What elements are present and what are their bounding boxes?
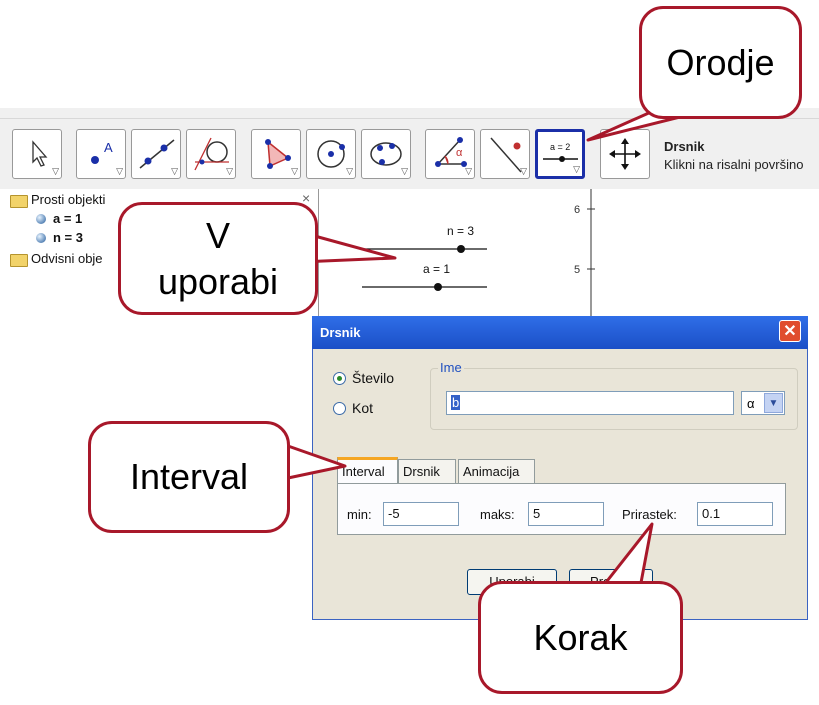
- svg-text:5: 5: [574, 264, 580, 276]
- slider-a-label: a = 1: [423, 262, 450, 276]
- tool-conic-button[interactable]: ▽: [361, 129, 411, 179]
- svg-text:a = 2: a = 2: [550, 142, 570, 152]
- callout-v-uporabi-line1: V: [205, 215, 230, 256]
- max-input[interactable]: 5: [528, 502, 604, 526]
- callout-v-uporabi: V uporabi: [118, 202, 318, 315]
- free-objects-folder[interactable]: Prosti objekti: [31, 192, 106, 207]
- callout-v-uporabi-line2: uporabi: [157, 261, 279, 302]
- point-icon: A: [91, 140, 113, 164]
- folder-icon: [10, 254, 28, 267]
- svg-text:6: 6: [574, 204, 580, 216]
- radio-angle-label: Kot: [352, 400, 374, 416]
- line-icon: [139, 139, 175, 169]
- callout-interval: Interval: [88, 421, 290, 533]
- radio-number-label: Število: [352, 370, 395, 386]
- tab-animation[interactable]: Animacija: [458, 459, 535, 483]
- name-input[interactable]: b: [446, 391, 734, 415]
- symbol-select-value: α: [747, 396, 755, 411]
- callout-korak: Korak: [478, 581, 683, 694]
- chevron-down-icon[interactable]: ▼: [764, 393, 783, 413]
- min-label: min:: [347, 507, 372, 522]
- tool-slider-button[interactable]: a = 2 ▽: [535, 129, 585, 179]
- slider-n-label: n = 3: [447, 224, 474, 238]
- min-input[interactable]: -5: [383, 502, 459, 526]
- tab-interval[interactable]: Interval: [337, 457, 398, 484]
- tool-angle-button[interactable]: α ▽: [425, 129, 475, 179]
- name-group-label: Ime: [438, 360, 464, 375]
- algebra-item-a[interactable]: a = 1: [53, 211, 83, 226]
- circle-center-icon: [317, 140, 345, 168]
- tool-circle-button[interactable]: ▽: [306, 129, 356, 179]
- tool-polygon-button[interactable]: ▽: [251, 129, 301, 179]
- reflect-icon: [490, 137, 522, 173]
- step-label: Prirastek:: [622, 507, 677, 522]
- radio-number[interactable]: [333, 372, 346, 385]
- folder-icon: [10, 195, 28, 208]
- radio-angle[interactable]: [333, 402, 346, 415]
- dependent-objects-folder[interactable]: Odvisni obje: [31, 251, 103, 266]
- toolbar: ▽ A ▽ ▽ ▽ ▽ ▽ ▽ α ▽ ▽ a = 2 ▽: [0, 119, 819, 190]
- tool-line-button[interactable]: ▽: [131, 129, 181, 179]
- tool-point-button[interactable]: A ▽: [76, 129, 126, 179]
- close-icon[interactable]: ×: [302, 190, 311, 206]
- polygon-icon: [265, 139, 291, 169]
- dialog-title: Drsnik: [320, 325, 361, 340]
- tangent-icon: [194, 137, 229, 171]
- slider-icon: a = 2: [543, 142, 578, 162]
- step-input[interactable]: 0.1: [697, 502, 773, 526]
- algebra-item-n[interactable]: n = 3: [53, 230, 83, 245]
- object-ball-icon[interactable]: [36, 233, 46, 243]
- tool-description-title: Drsnik: [664, 139, 705, 154]
- move-view-icon: [609, 138, 641, 170]
- max-label: maks:: [480, 507, 515, 522]
- pointer-icon: [32, 140, 48, 167]
- object-ball-icon[interactable]: [36, 214, 46, 224]
- tab-slider[interactable]: Drsnik: [398, 459, 456, 483]
- menu-bar: [0, 108, 819, 119]
- tool-reflect-button[interactable]: ▽: [480, 129, 530, 179]
- name-input-value: b: [451, 395, 461, 410]
- tool-description-text: Klikni na risalni površino: [664, 157, 804, 172]
- name-group: [430, 368, 798, 430]
- conic-icon: [370, 142, 402, 166]
- tool-tangent-button[interactable]: ▽: [186, 129, 236, 179]
- dialog-close-button[interactable]: ✕: [779, 320, 801, 342]
- callout-orodje: Orodje: [639, 6, 802, 119]
- dialog-titlebar[interactable]: [312, 316, 808, 349]
- tool-move-button[interactable]: ▽: [12, 129, 62, 179]
- angle-icon: α: [435, 137, 467, 167]
- svg-text:A: A: [104, 140, 113, 155]
- svg-text:α: α: [456, 147, 463, 159]
